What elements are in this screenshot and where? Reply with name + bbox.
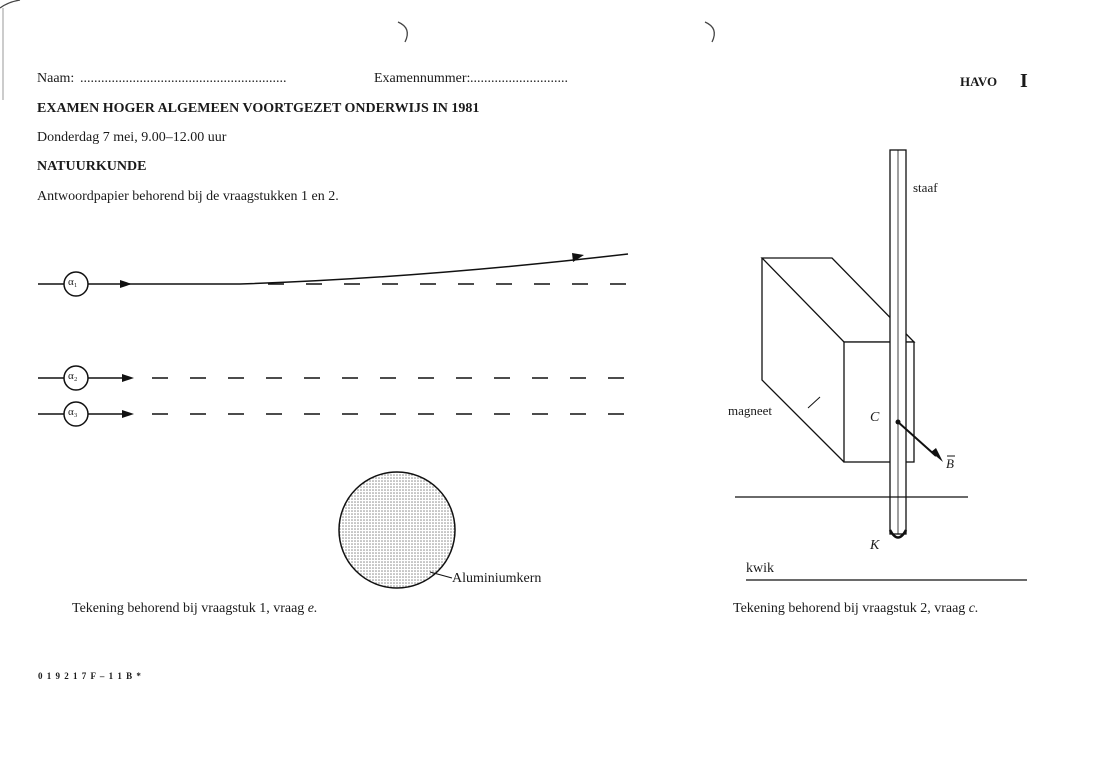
alpha2-track	[38, 365, 628, 391]
exam-instruction: Antwoordpapier behorend bij de vraagstuk…	[37, 189, 339, 204]
b-field-vector	[897, 421, 937, 457]
exam-numeral: I	[1020, 70, 1028, 92]
mercury-label: kwik	[746, 561, 774, 576]
exam-date-time: Donderdag 7 mei, 9.00–12.00 uur	[37, 130, 227, 145]
aluminium-nucleus	[338, 471, 456, 589]
exam-subject: NATUURKUNDE	[37, 159, 147, 174]
vector-b-label: B	[946, 456, 954, 471]
figure1-caption: Tekening behorend bij vraagstuk 1, vraag…	[72, 601, 318, 616]
point-c-dot	[895, 419, 901, 425]
examennummer-field[interactable]: ............................	[470, 71, 568, 86]
naam-field[interactable]: ........................................…	[80, 71, 287, 86]
point-c-label: C	[870, 410, 880, 425]
alpha1-track	[38, 253, 629, 297]
rod	[888, 149, 908, 539]
nucleus-label: Aluminiumkern	[452, 571, 542, 586]
alpha3-track	[38, 401, 628, 427]
punch-mark-right	[704, 21, 715, 43]
alpha1-label: α₁	[68, 276, 78, 288]
footer-code: 0 1 9 2 1 7 F – 1 1 B *	[38, 671, 142, 681]
punch-mark-left	[397, 21, 408, 43]
alpha1-deflected-path	[88, 253, 629, 285]
examennummer-label: Examennummer:	[374, 71, 471, 86]
page-corner-mark	[0, 0, 21, 9]
point-k-label: K	[870, 538, 880, 553]
naam-label: Naam:	[37, 71, 75, 86]
level-label: HAVO	[960, 74, 998, 89]
alpha2-label: α₂	[68, 370, 78, 382]
figure2-caption: Tekening behorend bij vraagstuk 2, vraag…	[733, 601, 979, 616]
magnet-label: magneet	[728, 403, 773, 418]
rod-label: staaf	[913, 180, 938, 195]
exam-title: EXAMEN HOGER ALGEMEEN VOORTGEZET ONDERWI…	[37, 101, 480, 116]
alpha3-label: α₃	[68, 406, 78, 418]
